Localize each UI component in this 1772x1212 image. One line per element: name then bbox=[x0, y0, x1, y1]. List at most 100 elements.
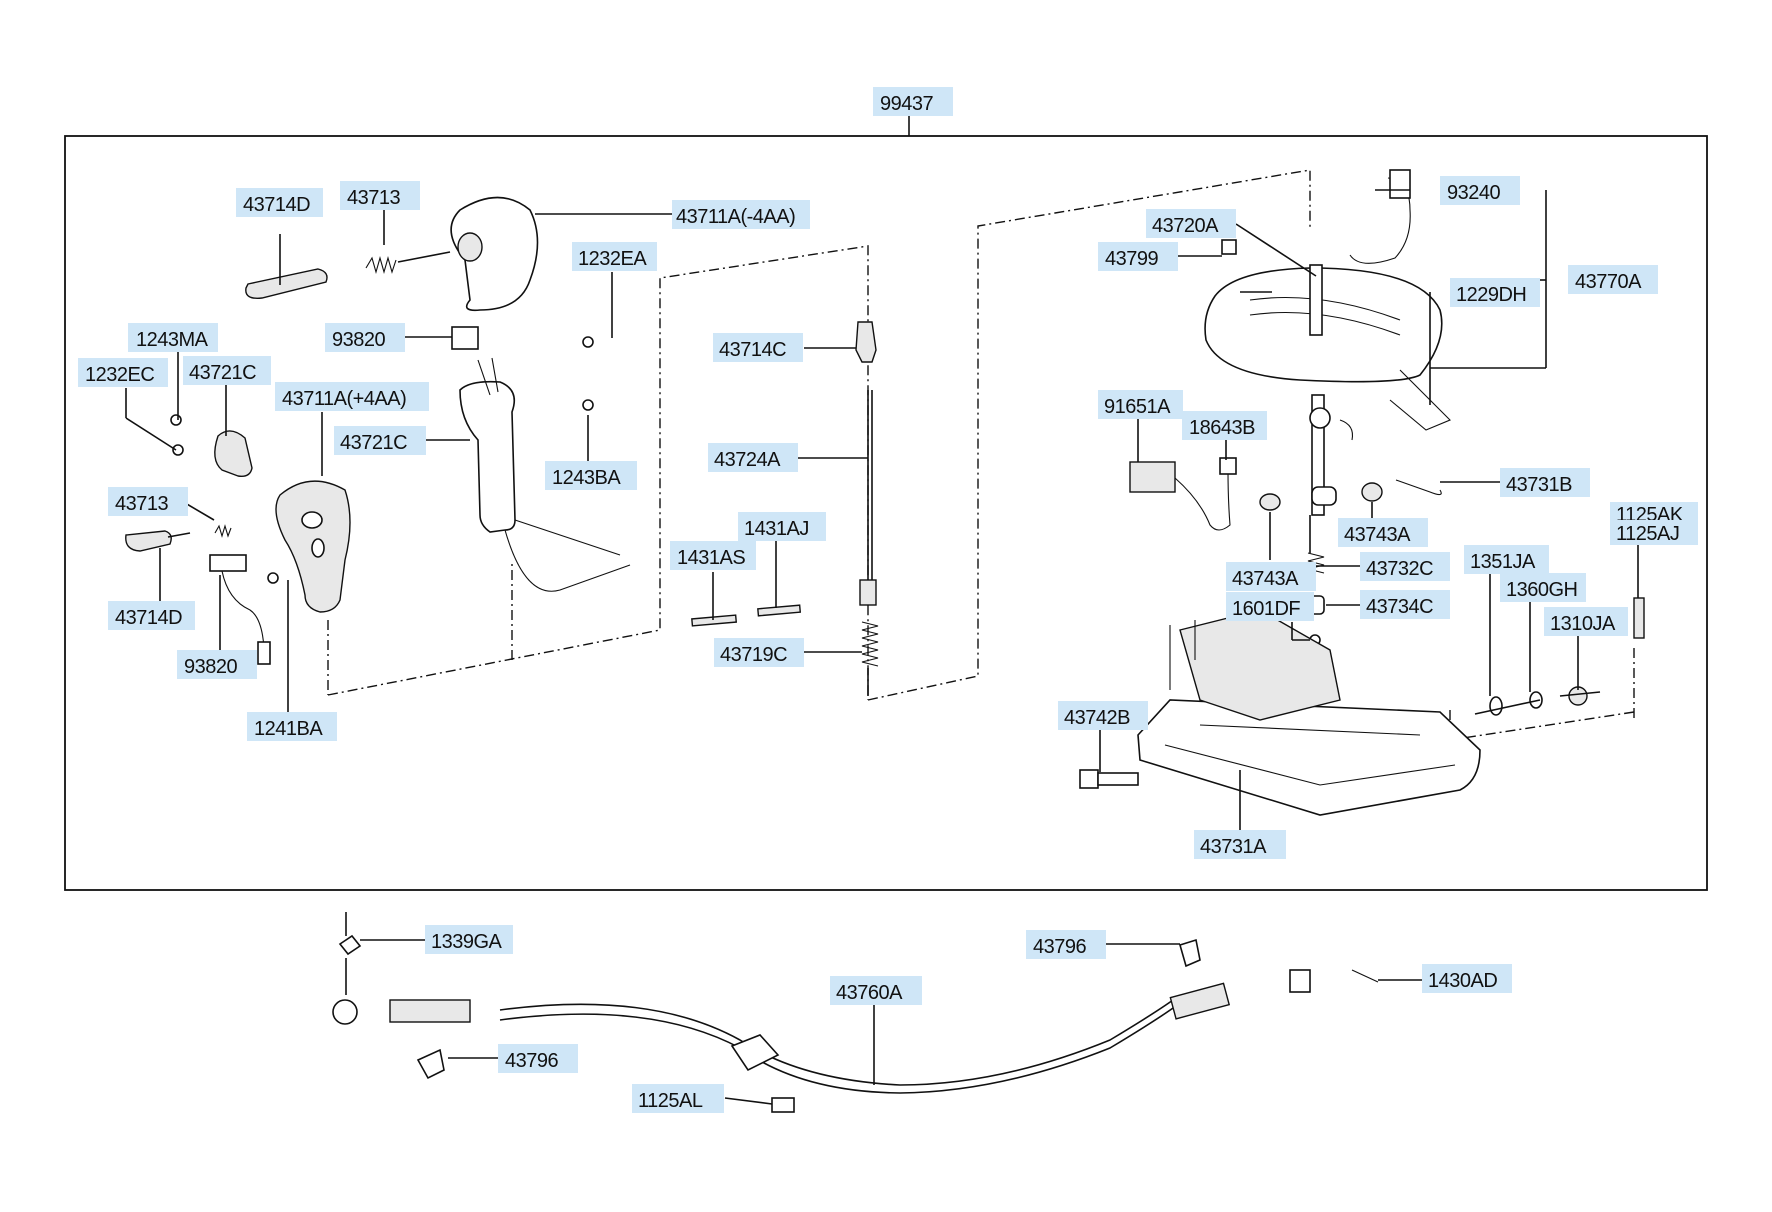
label-1431AS[interactable]: 1431AS bbox=[670, 541, 756, 570]
label-43796-left[interactable]: 43796 bbox=[498, 1044, 578, 1073]
svg-text:43796: 43796 bbox=[1033, 936, 1086, 958]
label-1229DH[interactable]: 1229DH bbox=[1450, 278, 1540, 307]
label-43799[interactable]: 43799 bbox=[1098, 242, 1178, 271]
label-43743A-right[interactable]: 43743A bbox=[1338, 518, 1428, 547]
housing-43770A bbox=[1204, 267, 1443, 383]
svg-text:1431AS: 1431AS bbox=[677, 547, 745, 569]
cable-end-left bbox=[389, 999, 471, 1023]
label-1360GH[interactable]: 1360GH bbox=[1500, 573, 1586, 602]
label-18643B[interactable]: 18643B bbox=[1182, 411, 1267, 440]
svg-text:43721C: 43721C bbox=[189, 362, 256, 384]
label-43732C[interactable]: 43732C bbox=[1360, 552, 1450, 581]
svg-text:1243BA: 1243BA bbox=[552, 467, 621, 489]
svg-text:99437: 99437 bbox=[880, 93, 933, 115]
svg-text:1125AJ: 1125AJ bbox=[1616, 523, 1679, 545]
label-43796-right[interactable]: 43796 bbox=[1026, 930, 1106, 959]
bracket-43721C-left bbox=[214, 430, 253, 478]
label-1351JA[interactable]: 1351JA bbox=[1464, 545, 1549, 574]
svg-text:43721C: 43721C bbox=[340, 432, 407, 454]
svg-text:93820: 93820 bbox=[184, 656, 237, 678]
svg-text:43743A: 43743A bbox=[1344, 524, 1411, 546]
label-1125AL[interactable]: 1125AL bbox=[632, 1084, 724, 1113]
label-1232EC[interactable]: 1232EC bbox=[78, 358, 168, 387]
label-43711A-plus[interactable]: 43711A(+4AA) bbox=[275, 382, 429, 411]
label-43713-left[interactable]: 43713 bbox=[108, 487, 188, 516]
label-1243BA[interactable]: 1243BA bbox=[545, 461, 637, 490]
svg-text:43732C: 43732C bbox=[1366, 558, 1433, 580]
svg-text:1351JA: 1351JA bbox=[1470, 551, 1536, 573]
svg-text:1339GA: 1339GA bbox=[431, 931, 503, 953]
label-43719C[interactable]: 43719C bbox=[714, 638, 804, 667]
svg-text:1232EC: 1232EC bbox=[85, 364, 154, 386]
svg-text:43742B: 43742B bbox=[1064, 707, 1130, 729]
label-93820-bottom[interactable]: 93820 bbox=[177, 650, 257, 679]
svg-text:1601DF: 1601DF bbox=[1232, 598, 1300, 620]
label-43742B[interactable]: 43742B bbox=[1058, 701, 1148, 730]
base-43731A bbox=[1137, 699, 1481, 816]
label-1431AJ[interactable]: 1431AJ bbox=[738, 512, 826, 541]
label-43714D-left[interactable]: 43714D bbox=[108, 601, 195, 630]
svg-text:93820: 93820 bbox=[332, 329, 385, 351]
svg-text:1232EA: 1232EA bbox=[578, 248, 647, 270]
svg-text:1229DH: 1229DH bbox=[1456, 284, 1526, 306]
label-1243MA[interactable]: 1243MA bbox=[128, 323, 218, 352]
svg-text:43720A: 43720A bbox=[1152, 215, 1219, 237]
lever-43714C-part bbox=[855, 321, 877, 363]
svg-text:43713: 43713 bbox=[347, 187, 400, 209]
label-1125AJ[interactable]: 1125AJ bbox=[1610, 520, 1698, 545]
label-43734C[interactable]: 43734C bbox=[1360, 590, 1450, 619]
connector-91651A-part bbox=[1129, 461, 1176, 493]
svg-text:43711A(-4AA): 43711A(-4AA) bbox=[676, 206, 795, 228]
label-91651A[interactable]: 91651A bbox=[1098, 390, 1183, 419]
svg-text:43799: 43799 bbox=[1105, 248, 1158, 270]
label-99437[interactable]: 99437 bbox=[873, 87, 953, 116]
svg-text:1125AL: 1125AL bbox=[638, 1090, 703, 1112]
label-43721C-mid[interactable]: 43721C bbox=[334, 426, 426, 455]
svg-text:43731B: 43731B bbox=[1506, 474, 1572, 496]
label-43724A[interactable]: 43724A bbox=[708, 443, 798, 472]
label-43731A[interactable]: 43731A bbox=[1194, 830, 1286, 859]
label-43720A[interactable]: 43720A bbox=[1146, 209, 1236, 238]
assembly-frame bbox=[64, 135, 1708, 891]
label-43721C-left[interactable]: 43721C bbox=[183, 356, 271, 385]
label-1339GA[interactable]: 1339GA bbox=[425, 925, 513, 954]
spring-43719C-part bbox=[861, 621, 879, 667]
svg-text:43796: 43796 bbox=[505, 1050, 558, 1072]
svg-text:43770A: 43770A bbox=[1575, 271, 1642, 293]
svg-text:43714C: 43714C bbox=[719, 339, 786, 361]
svg-text:43713: 43713 bbox=[115, 493, 168, 515]
svg-text:91651A: 91651A bbox=[1104, 396, 1171, 418]
label-1241BA[interactable]: 1241BA bbox=[247, 712, 337, 741]
svg-text:43743A: 43743A bbox=[1232, 568, 1299, 590]
label-43743A-left[interactable]: 43743A bbox=[1226, 562, 1316, 591]
svg-text:43731A: 43731A bbox=[1200, 836, 1267, 858]
button-43714D-top-part bbox=[245, 268, 328, 299]
label-1601DF[interactable]: 1601DF bbox=[1226, 592, 1314, 621]
svg-text:1431AJ: 1431AJ bbox=[744, 518, 809, 540]
sleeve-43721C-mid bbox=[459, 380, 516, 533]
svg-text:1360GH: 1360GH bbox=[1506, 579, 1578, 601]
label-1310JA[interactable]: 1310JA bbox=[1544, 607, 1628, 636]
label-1430AD[interactable]: 1430AD bbox=[1422, 964, 1512, 993]
label-93820-top[interactable]: 93820 bbox=[325, 323, 405, 352]
svg-text:1241BA: 1241BA bbox=[254, 718, 323, 740]
label-43713-top[interactable]: 43713 bbox=[340, 181, 420, 210]
label-93240[interactable]: 93240 bbox=[1440, 176, 1520, 205]
svg-text:1430AD: 1430AD bbox=[1428, 970, 1497, 992]
button-43714D-left bbox=[125, 530, 172, 552]
label-43770A[interactable]: 43770A bbox=[1568, 265, 1658, 294]
svg-text:18643B: 18643B bbox=[1189, 417, 1255, 439]
svg-text:43714D: 43714D bbox=[243, 194, 310, 216]
connector-93820-bottom bbox=[209, 554, 247, 572]
label-43714C[interactable]: 43714C bbox=[713, 333, 803, 362]
label-43731B[interactable]: 43731B bbox=[1500, 468, 1590, 497]
label-43711A-minus[interactable]: 43711A(-4AA) bbox=[672, 200, 810, 229]
label-43714D-top[interactable]: 43714D bbox=[236, 188, 323, 217]
label-1232EA[interactable]: 1232EA bbox=[572, 242, 657, 271]
spring-43713-top bbox=[365, 255, 397, 275]
label-43760A[interactable]: 43760A bbox=[830, 976, 922, 1005]
svg-text:43711A(+4AA): 43711A(+4AA) bbox=[282, 388, 406, 410]
svg-text:43719C: 43719C bbox=[720, 644, 787, 666]
svg-text:43734C: 43734C bbox=[1366, 596, 1433, 618]
